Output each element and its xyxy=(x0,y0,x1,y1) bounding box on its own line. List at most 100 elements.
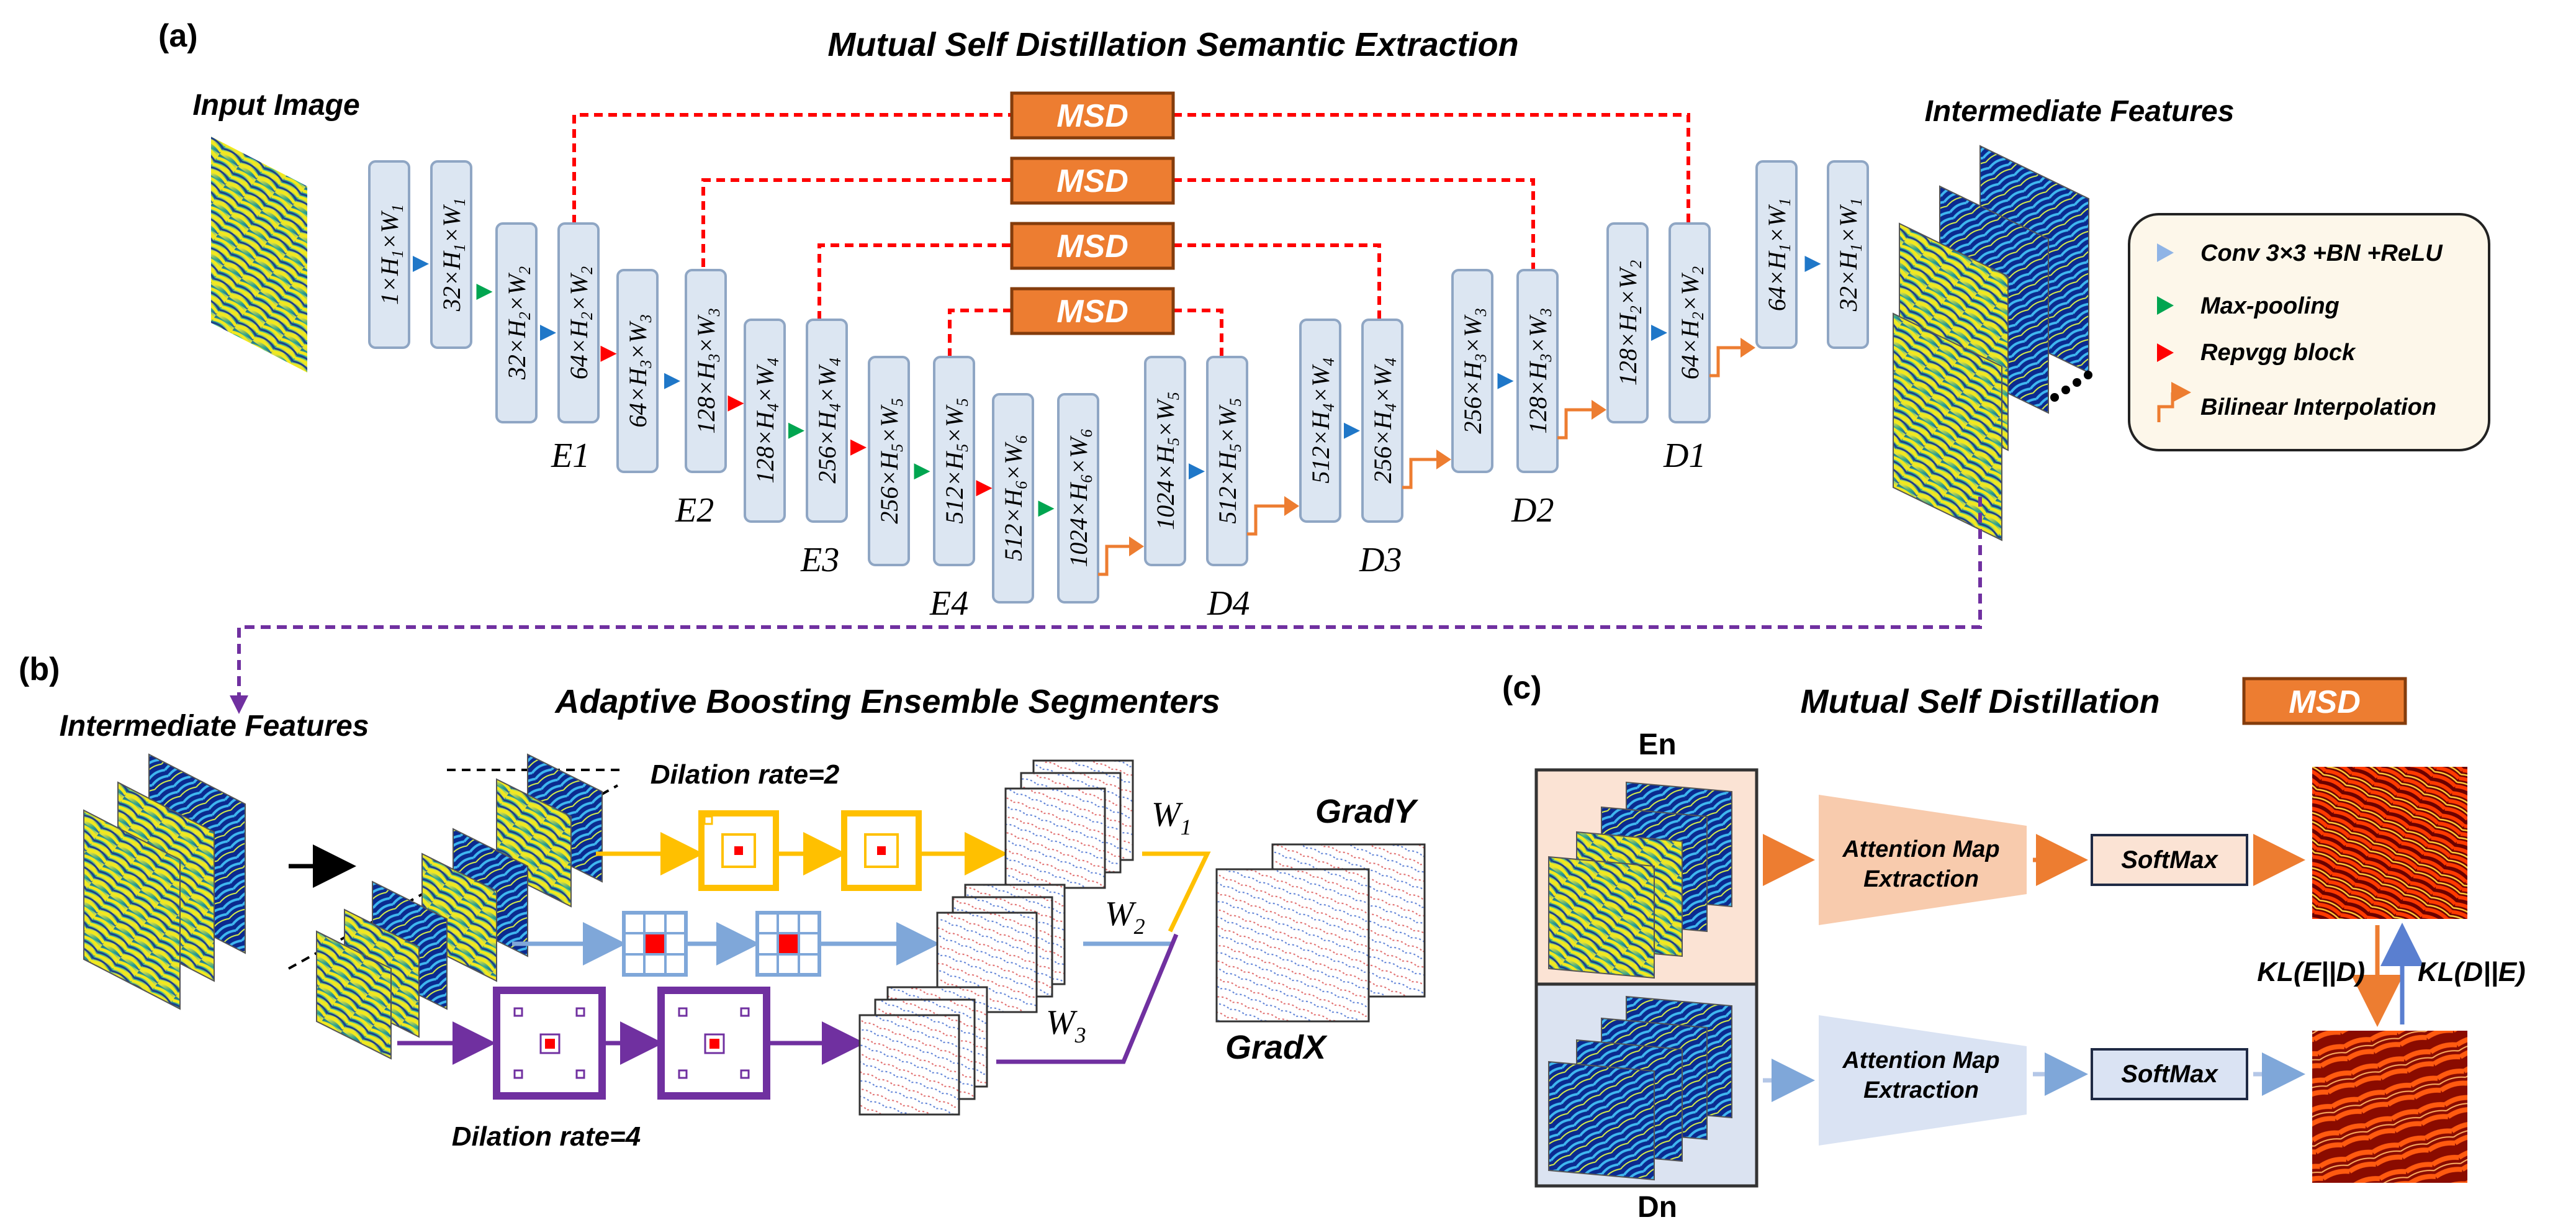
block-label: 512×H5×W5 xyxy=(940,398,971,523)
dn-label: Dn xyxy=(1637,1191,1677,1224)
ellipsis-dots xyxy=(2050,371,2092,402)
feature-block-19: 128×H2×W2 xyxy=(1606,222,1649,423)
bilinear-arrow-icon xyxy=(1129,536,1144,556)
msd-badge: MSD xyxy=(2242,677,2407,725)
kl-ed-label: KL(E||D) xyxy=(2257,957,2365,987)
en-box xyxy=(1534,768,1759,986)
yellow-branch xyxy=(596,810,1008,891)
msd-box-1: MSD xyxy=(1010,91,1175,140)
msd-boxes: MSD MSD MSD MSD xyxy=(1010,91,1175,335)
softmax-top xyxy=(2091,834,2248,886)
stage-e1: E1 xyxy=(551,436,590,475)
skip-line-2b xyxy=(1173,178,1535,270)
attention-bottom xyxy=(1819,1015,2027,1146)
attention-top-line2: Extraction xyxy=(1863,866,1979,892)
maxpool-arrow-icon xyxy=(1038,500,1055,517)
dilated-kernel-2a xyxy=(698,810,779,891)
dilated-kernel-4b xyxy=(657,987,770,1100)
maxpool-arrow-icon xyxy=(476,284,493,300)
conv-arrow-icon xyxy=(664,373,680,389)
repvgg-marker-icon xyxy=(2157,343,2174,362)
conv-arrow-icon xyxy=(540,325,556,341)
block-label: 64×H3×W3 xyxy=(624,314,655,427)
attention-top xyxy=(1819,795,2027,925)
stage-e2: E2 xyxy=(675,491,714,530)
panel-a-label: (a) xyxy=(158,18,198,54)
block-label: 1×H1×W1 xyxy=(376,204,407,305)
bilinear-connector xyxy=(1098,545,1132,576)
bilinear-connector xyxy=(1402,458,1439,489)
feature-block-9: 256×H5×W5 xyxy=(868,356,910,566)
feature-block-10: 512×H5×W5 xyxy=(933,356,975,566)
block-label: 256×H5×W5 xyxy=(875,398,906,523)
panel-c-label: (c) xyxy=(1502,670,1542,706)
block-label: 128×H3×W3 xyxy=(1524,308,1555,433)
legend-bilinear: Bilinear Interpolation xyxy=(2200,394,2436,420)
stage-e4: E4 xyxy=(929,584,968,623)
svg-text:MSD: MSD xyxy=(1056,98,1128,134)
bilinear-arrow-icon xyxy=(1741,338,1755,358)
block-label: 32×H1×W1 xyxy=(438,198,469,312)
softmax-bottom xyxy=(2091,1048,2248,1100)
block-label: 1024×H6×W6 xyxy=(1065,429,1096,567)
grad-output-maps xyxy=(1215,843,1426,1023)
input-image xyxy=(211,137,307,373)
grad-stack-bottom xyxy=(858,986,988,1116)
repvgg-arrow-icon xyxy=(976,480,993,497)
kl-de-label: KL(D||E) xyxy=(2418,957,2526,987)
dn-box xyxy=(1534,982,1759,1188)
feature-block-3: 32×H2×W2 xyxy=(495,222,538,423)
block-label: 32×H1×W1 xyxy=(1834,198,1865,312)
svg-text:SoftMax: SoftMax xyxy=(2121,1060,2218,1088)
attention-map-dn xyxy=(2312,1031,2467,1183)
panel-a-title: Mutual Self Distillation Semantic Extrac… xyxy=(827,26,1518,63)
feature-block-18: 128×H3×W3 xyxy=(1516,269,1559,473)
block-label: 256×H3×W3 xyxy=(1459,308,1490,433)
legend-repvgg: Repvgg block xyxy=(2200,340,2356,366)
repvgg-arrow-icon xyxy=(600,345,617,362)
msd-box-4: MSD xyxy=(1010,287,1175,335)
panel-b-features-label: Intermediate Features xyxy=(60,710,369,743)
attention-bottom-line2: Extraction xyxy=(1863,1077,1979,1103)
conv-arrow-icon xyxy=(413,256,429,272)
svg-text:MSD: MSD xyxy=(1056,228,1128,265)
stage-labels: E1 E2 E3 E4 D4 D3 D2 D1 xyxy=(551,436,1706,623)
dilated-kernel-1b xyxy=(755,911,821,977)
feature-block-14: 512×H5×W5 xyxy=(1206,356,1248,566)
feature-block-2: 32×H1×W1 xyxy=(430,160,472,349)
panel-b-label: (b) xyxy=(19,651,60,687)
block-label: 512×H4×W4 xyxy=(1307,358,1338,483)
blue-branch xyxy=(512,911,940,977)
attention-top-line1: Attention Map xyxy=(1842,836,1999,862)
svg-text:MSD: MSD xyxy=(1056,294,1128,330)
attention-map-en xyxy=(2312,767,2467,919)
grad-x-label: GradX xyxy=(1225,1029,1328,1066)
maxpool-marker-icon xyxy=(2157,296,2174,315)
weight-w2: W2 xyxy=(1105,895,1145,939)
feature-block-13: 1024×H5×W5 xyxy=(1144,356,1186,566)
skip-connections xyxy=(572,113,1690,357)
panel-b-title: Adaptive Boosting Ensemble Segmenters xyxy=(554,683,1220,720)
legend-maxpool: Max-pooling xyxy=(2200,293,2340,319)
dilation-top-label: Dilation rate=2 xyxy=(651,759,840,790)
dilated-kernel-4a xyxy=(493,987,606,1100)
feature-block-22: 32×H1×W1 xyxy=(1827,160,1869,349)
block-connectors xyxy=(413,256,1821,576)
stage-e3: E3 xyxy=(800,541,839,579)
dilated-kernel-1a xyxy=(622,911,688,977)
block-label: 512×H5×W5 xyxy=(1214,398,1245,523)
repvgg-arrow-icon xyxy=(727,395,744,412)
feature-block-4: 64×H2×W2 xyxy=(557,222,600,423)
maxpool-arrow-icon xyxy=(788,422,804,439)
feature-block-8: 256×H4×W4 xyxy=(806,319,848,523)
legend-conv: Conv 3×3 +BN +ReLU xyxy=(2200,240,2443,266)
link-a-to-b xyxy=(237,497,1982,699)
block-label: 128×H2×W2 xyxy=(1614,260,1645,386)
weights: W1 W2 W3 xyxy=(1046,795,1192,1047)
feature-block-20: 64×H2×W2 xyxy=(1669,222,1711,423)
repvgg-arrow-icon xyxy=(850,439,867,456)
feature-block-7: 128×H4×W4 xyxy=(744,319,786,523)
panel-b-input-features xyxy=(83,753,246,1010)
bilinear-connector xyxy=(1709,346,1743,378)
